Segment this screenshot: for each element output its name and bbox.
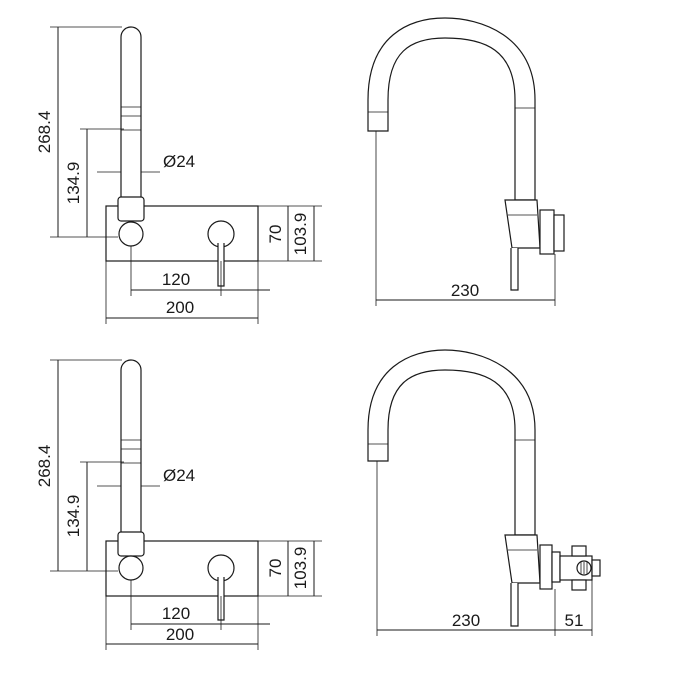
dim-200-label: 200	[166, 298, 194, 317]
dim-200-label: 200	[166, 625, 194, 644]
mixer-body	[504, 534, 541, 584]
front-view-bottom: 268.4 134.9 Ø24 70 103.9 120 200	[35, 359, 322, 650]
wall-plate	[539, 209, 555, 255]
side-lever	[510, 248, 519, 291]
dim-120-label: 120	[162, 270, 190, 289]
spout-riser	[120, 26, 142, 220]
front-view-top: 268.4 134.9 Ø24 70 103.9 120 200	[35, 26, 322, 324]
side-view-bottom: 230 51	[367, 349, 601, 636]
dim-134-label: 134.9	[64, 495, 83, 538]
in-wall-valve	[559, 545, 601, 591]
dim-diameter-label: Ø24	[163, 152, 195, 171]
dim-134-label: 134.9	[64, 162, 83, 205]
spout-riser	[120, 359, 142, 553]
spout-collar	[117, 196, 145, 222]
side-view-top: 230	[367, 17, 565, 306]
dim-230-label: 230	[452, 611, 480, 630]
spout-outlet	[118, 555, 144, 581]
dim-70-label: 70	[266, 225, 285, 244]
dim-120-label: 120	[162, 604, 190, 623]
wall-plate	[539, 544, 553, 590]
dim-230-label: 230	[451, 281, 479, 300]
dim-70-label: 70	[266, 559, 285, 578]
dim-268-label: 268.4	[35, 445, 54, 488]
dim-103-label: 103.9	[291, 213, 310, 256]
spout-outlet	[118, 221, 144, 247]
dim-268-label: 268.4	[35, 111, 54, 154]
gooseneck-spout	[367, 17, 536, 201]
side-lever	[510, 583, 519, 627]
dim-103-label: 103.9	[291, 547, 310, 590]
gooseneck-spout	[367, 349, 536, 536]
dim-diameter-label: Ø24	[163, 466, 195, 485]
dim-51-label: 51	[565, 611, 584, 630]
spout-collar	[117, 531, 145, 557]
mixer-body	[504, 199, 541, 249]
